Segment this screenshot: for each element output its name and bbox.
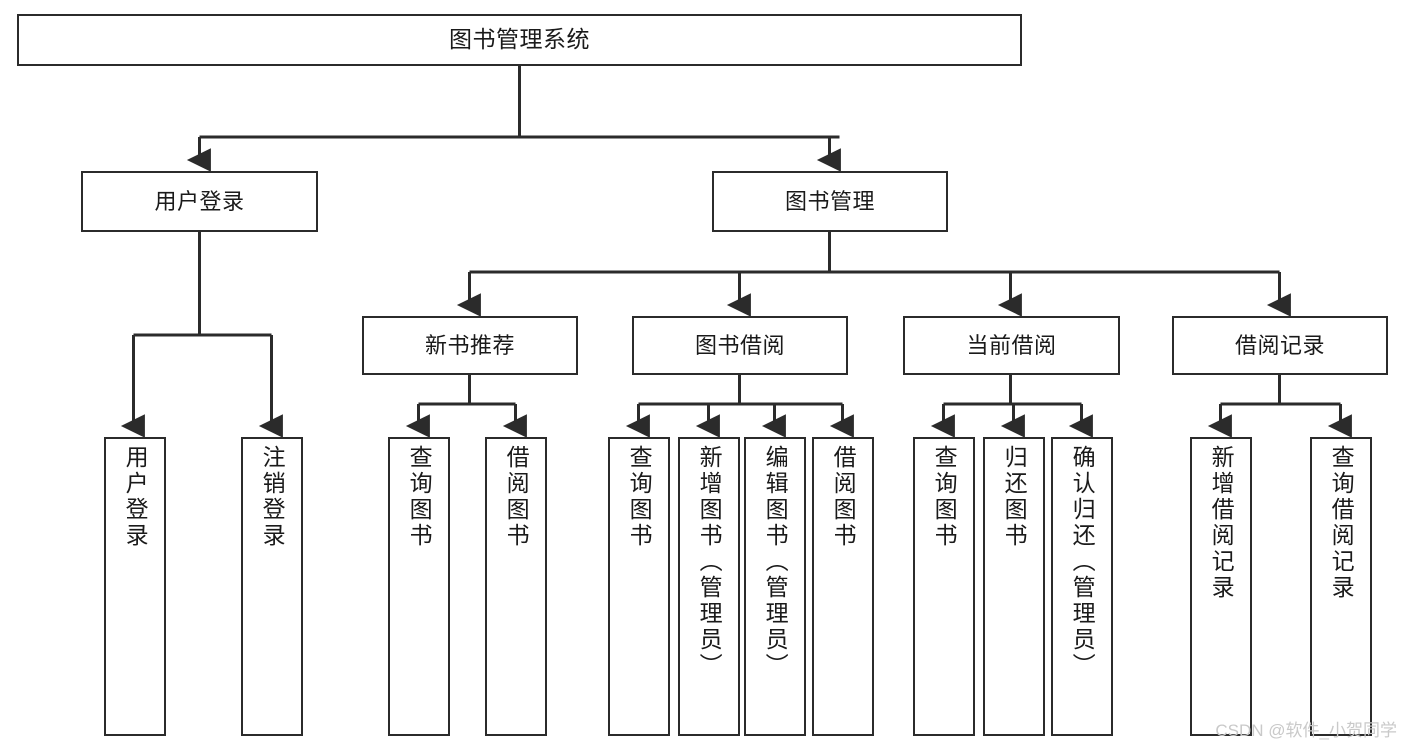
node-label: 借阅记录 <box>1234 332 1325 358</box>
node-book-manage[interactable]: 图书管理 <box>712 171 948 232</box>
node-borrow-record[interactable]: 借阅记录 <box>1172 316 1388 375</box>
leaf-confirm-return-admin[interactable]: 确认归还（管理员） <box>1051 437 1113 736</box>
node-label: 新书推荐 <box>424 332 515 358</box>
node-label: 借阅图书 <box>830 445 857 549</box>
node-label: 图书管理系统 <box>449 26 590 53</box>
node-label: 确认归还（管理员） <box>1069 445 1096 679</box>
node-label: 归还图书 <box>1001 445 1028 549</box>
leaf-query-book-borrow[interactable]: 查询图书 <box>608 437 670 736</box>
leaf-user-login[interactable]: 用户登录 <box>104 437 166 736</box>
node-root-system[interactable]: 图书管理系统 <box>17 14 1022 66</box>
leaf-add-book-admin[interactable]: 新增图书（管理员） <box>678 437 740 736</box>
node-label: 新增借阅记录 <box>1208 445 1235 601</box>
node-label: 新增图书（管理员） <box>696 445 723 679</box>
node-label: 注销登录 <box>259 445 286 549</box>
node-label: 查询借阅记录 <box>1328 445 1355 601</box>
node-label: 用户登录 <box>154 188 245 214</box>
leaf-query-book-new[interactable]: 查询图书 <box>388 437 450 736</box>
csdn-watermark: CSDN @软件_小贺同学 <box>1215 721 1397 740</box>
node-user-login[interactable]: 用户登录 <box>81 171 318 232</box>
node-new-book-recommend[interactable]: 新书推荐 <box>362 316 578 375</box>
node-label: 借阅图书 <box>503 445 530 549</box>
leaf-add-borrow-record[interactable]: 新增借阅记录 <box>1190 437 1252 736</box>
node-current-borrow[interactable]: 当前借阅 <box>903 316 1120 375</box>
node-label: 编辑图书（管理员） <box>762 445 789 679</box>
leaf-query-borrow-record[interactable]: 查询借阅记录 <box>1310 437 1372 736</box>
leaf-query-book-current[interactable]: 查询图书 <box>913 437 975 736</box>
node-book-borrow[interactable]: 图书借阅 <box>632 316 848 375</box>
leaf-return-book[interactable]: 归还图书 <box>983 437 1045 736</box>
leaf-edit-book-admin[interactable]: 编辑图书（管理员） <box>744 437 806 736</box>
node-label: 查询图书 <box>931 445 958 549</box>
node-label: 查询图书 <box>626 445 653 549</box>
node-label: 用户登录 <box>122 445 149 549</box>
leaf-borrow-book-new[interactable]: 借阅图书 <box>485 437 547 736</box>
leaf-borrow-book-borrow[interactable]: 借阅图书 <box>812 437 874 736</box>
node-label: 查询图书 <box>406 445 433 549</box>
node-label: 当前借阅 <box>966 332 1057 358</box>
node-label: 图书借阅 <box>694 332 785 358</box>
node-label: 图书管理 <box>784 188 875 214</box>
leaf-logout[interactable]: 注销登录 <box>241 437 303 736</box>
